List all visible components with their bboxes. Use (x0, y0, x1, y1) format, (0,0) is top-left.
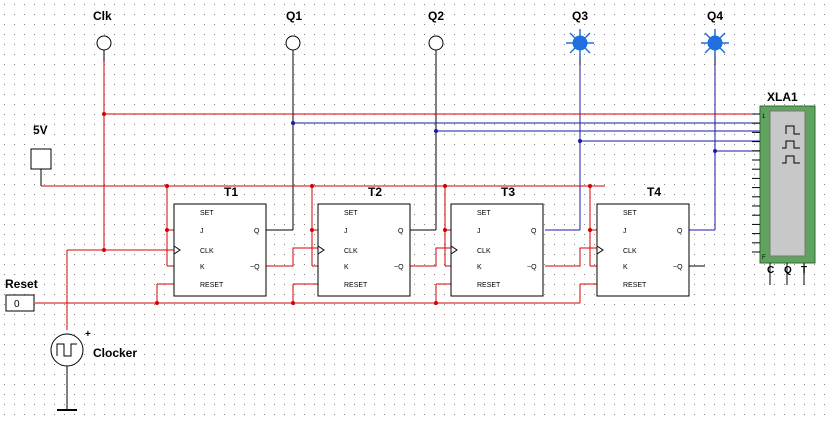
probe-clk-label: Clk (93, 9, 112, 23)
flipflop-pin-label: K (623, 264, 628, 271)
source-5v[interactable]: 5V (30, 123, 52, 186)
probe-q4[interactable]: Q4 (701, 9, 729, 57)
clock-edge-icon (173, 245, 181, 255)
reset-switch-box (5, 294, 35, 312)
analyzer-pin1-label: 1 (762, 114, 766, 120)
flipflop-pin-label: SET (344, 210, 358, 217)
analyzer-pin-c: C (767, 265, 774, 276)
probe-q2-lamp (428, 35, 444, 51)
clock-source-symbol (50, 333, 84, 367)
flipflop-name: T2 (368, 185, 382, 199)
reset-switch-value: 0 (14, 299, 20, 310)
probe-clk[interactable]: Clk (93, 9, 112, 51)
flipflop-pin-q: Q (677, 228, 683, 235)
flipflop-pin-label: RESET (477, 282, 501, 289)
flipflop-name: T1 (224, 185, 238, 199)
flipflop-pin-label: J (477, 228, 481, 235)
reset-wiring (35, 283, 597, 305)
flipflop-pin-qbar: ~Q (394, 264, 404, 271)
flipflop-pin-label: RESET (344, 282, 368, 289)
flipflop-pin-qbar: ~Q (250, 264, 260, 271)
source-5v-box (30, 148, 52, 170)
flipflop-pin-qbar: ~Q (673, 264, 683, 271)
flipflop-layer: T1SETJCLKKRESETQ~QT2SETJCLKKRESETQ~QT3SE… (173, 185, 690, 297)
flipflop-name: T4 (647, 185, 661, 199)
analyzer-pin-q: Q (784, 265, 792, 276)
probe-clk-lamp (96, 35, 112, 51)
probe-q3[interactable]: Q3 (566, 9, 594, 57)
probe-q3-lamp (572, 35, 588, 51)
flipflop-pin-label: J (200, 228, 204, 235)
analyzer-label: XLA1 (767, 90, 798, 104)
flipflop-pin-label: CLK (344, 248, 358, 255)
flipflop-pin-q: Q (254, 228, 260, 235)
analyzer-input-pins (752, 113, 760, 253)
flipflop-body (596, 203, 690, 297)
flipflop-body (317, 203, 411, 297)
clock-source[interactable]: + Clocker (50, 329, 137, 411)
flipflop-pin-label: K (200, 264, 205, 271)
flipflop-pin-label: CLK (477, 248, 491, 255)
analyzer-waveform-icon (782, 125, 800, 164)
probe-wires (103, 50, 716, 250)
probe-q4-lamp (707, 35, 723, 51)
flipflop-pin-q: Q (531, 228, 537, 235)
clock-edge-icon (450, 245, 458, 255)
logic-analyzer[interactable]: XLA1 1 F C Q T (752, 90, 816, 285)
probe-q2-label: Q2 (428, 9, 444, 23)
probe-q1-lamp (285, 35, 301, 51)
flipflop-pin-label: SET (477, 210, 491, 217)
flipflop-pin-label: CLK (623, 248, 637, 255)
vcc-rail (41, 184, 605, 267)
flipflop-pin-label: K (344, 264, 349, 271)
flipflop-pin-label: RESET (623, 282, 647, 289)
probe-q3-label: Q3 (572, 9, 588, 23)
probe-q2[interactable]: Q2 (428, 9, 444, 51)
clock-edge-icon (317, 245, 325, 255)
analyzer-screen (769, 110, 806, 257)
flipflop-pin-label: RESET (200, 282, 224, 289)
clock-source-label: Clocker (93, 346, 137, 360)
clock-source-polarity: + (85, 329, 91, 340)
square-wave-icon (56, 343, 77, 357)
flipflop-pin-label: J (344, 228, 348, 235)
analyzer-bus (102, 112, 760, 153)
flipflop-pin-q: Q (398, 228, 404, 235)
flipflop-pin-label: K (477, 264, 482, 271)
reset-switch[interactable]: Reset 0 (5, 277, 38, 312)
clock-edge-icon (596, 245, 604, 255)
probe-q1[interactable]: Q1 (285, 9, 302, 51)
source-5v-label: 5V (33, 123, 48, 137)
reset-switch-label: Reset (5, 277, 38, 291)
flipflop-pin-label: SET (623, 210, 637, 217)
flipflop-body (450, 203, 544, 297)
probe-q1-label: Q1 (286, 9, 302, 23)
flipflop-pin-qbar: ~Q (527, 264, 537, 271)
clock-wiring (66, 247, 705, 330)
flipflop-body (173, 203, 267, 297)
flipflop-pin-label: J (623, 228, 627, 235)
probe-q4-label: Q4 (707, 9, 723, 23)
analyzer-pinf-label: F (762, 255, 766, 261)
flipflop-pin-label: SET (200, 210, 214, 217)
flipflop-name: T3 (501, 185, 515, 199)
flipflop-pin-label: CLK (200, 248, 214, 255)
